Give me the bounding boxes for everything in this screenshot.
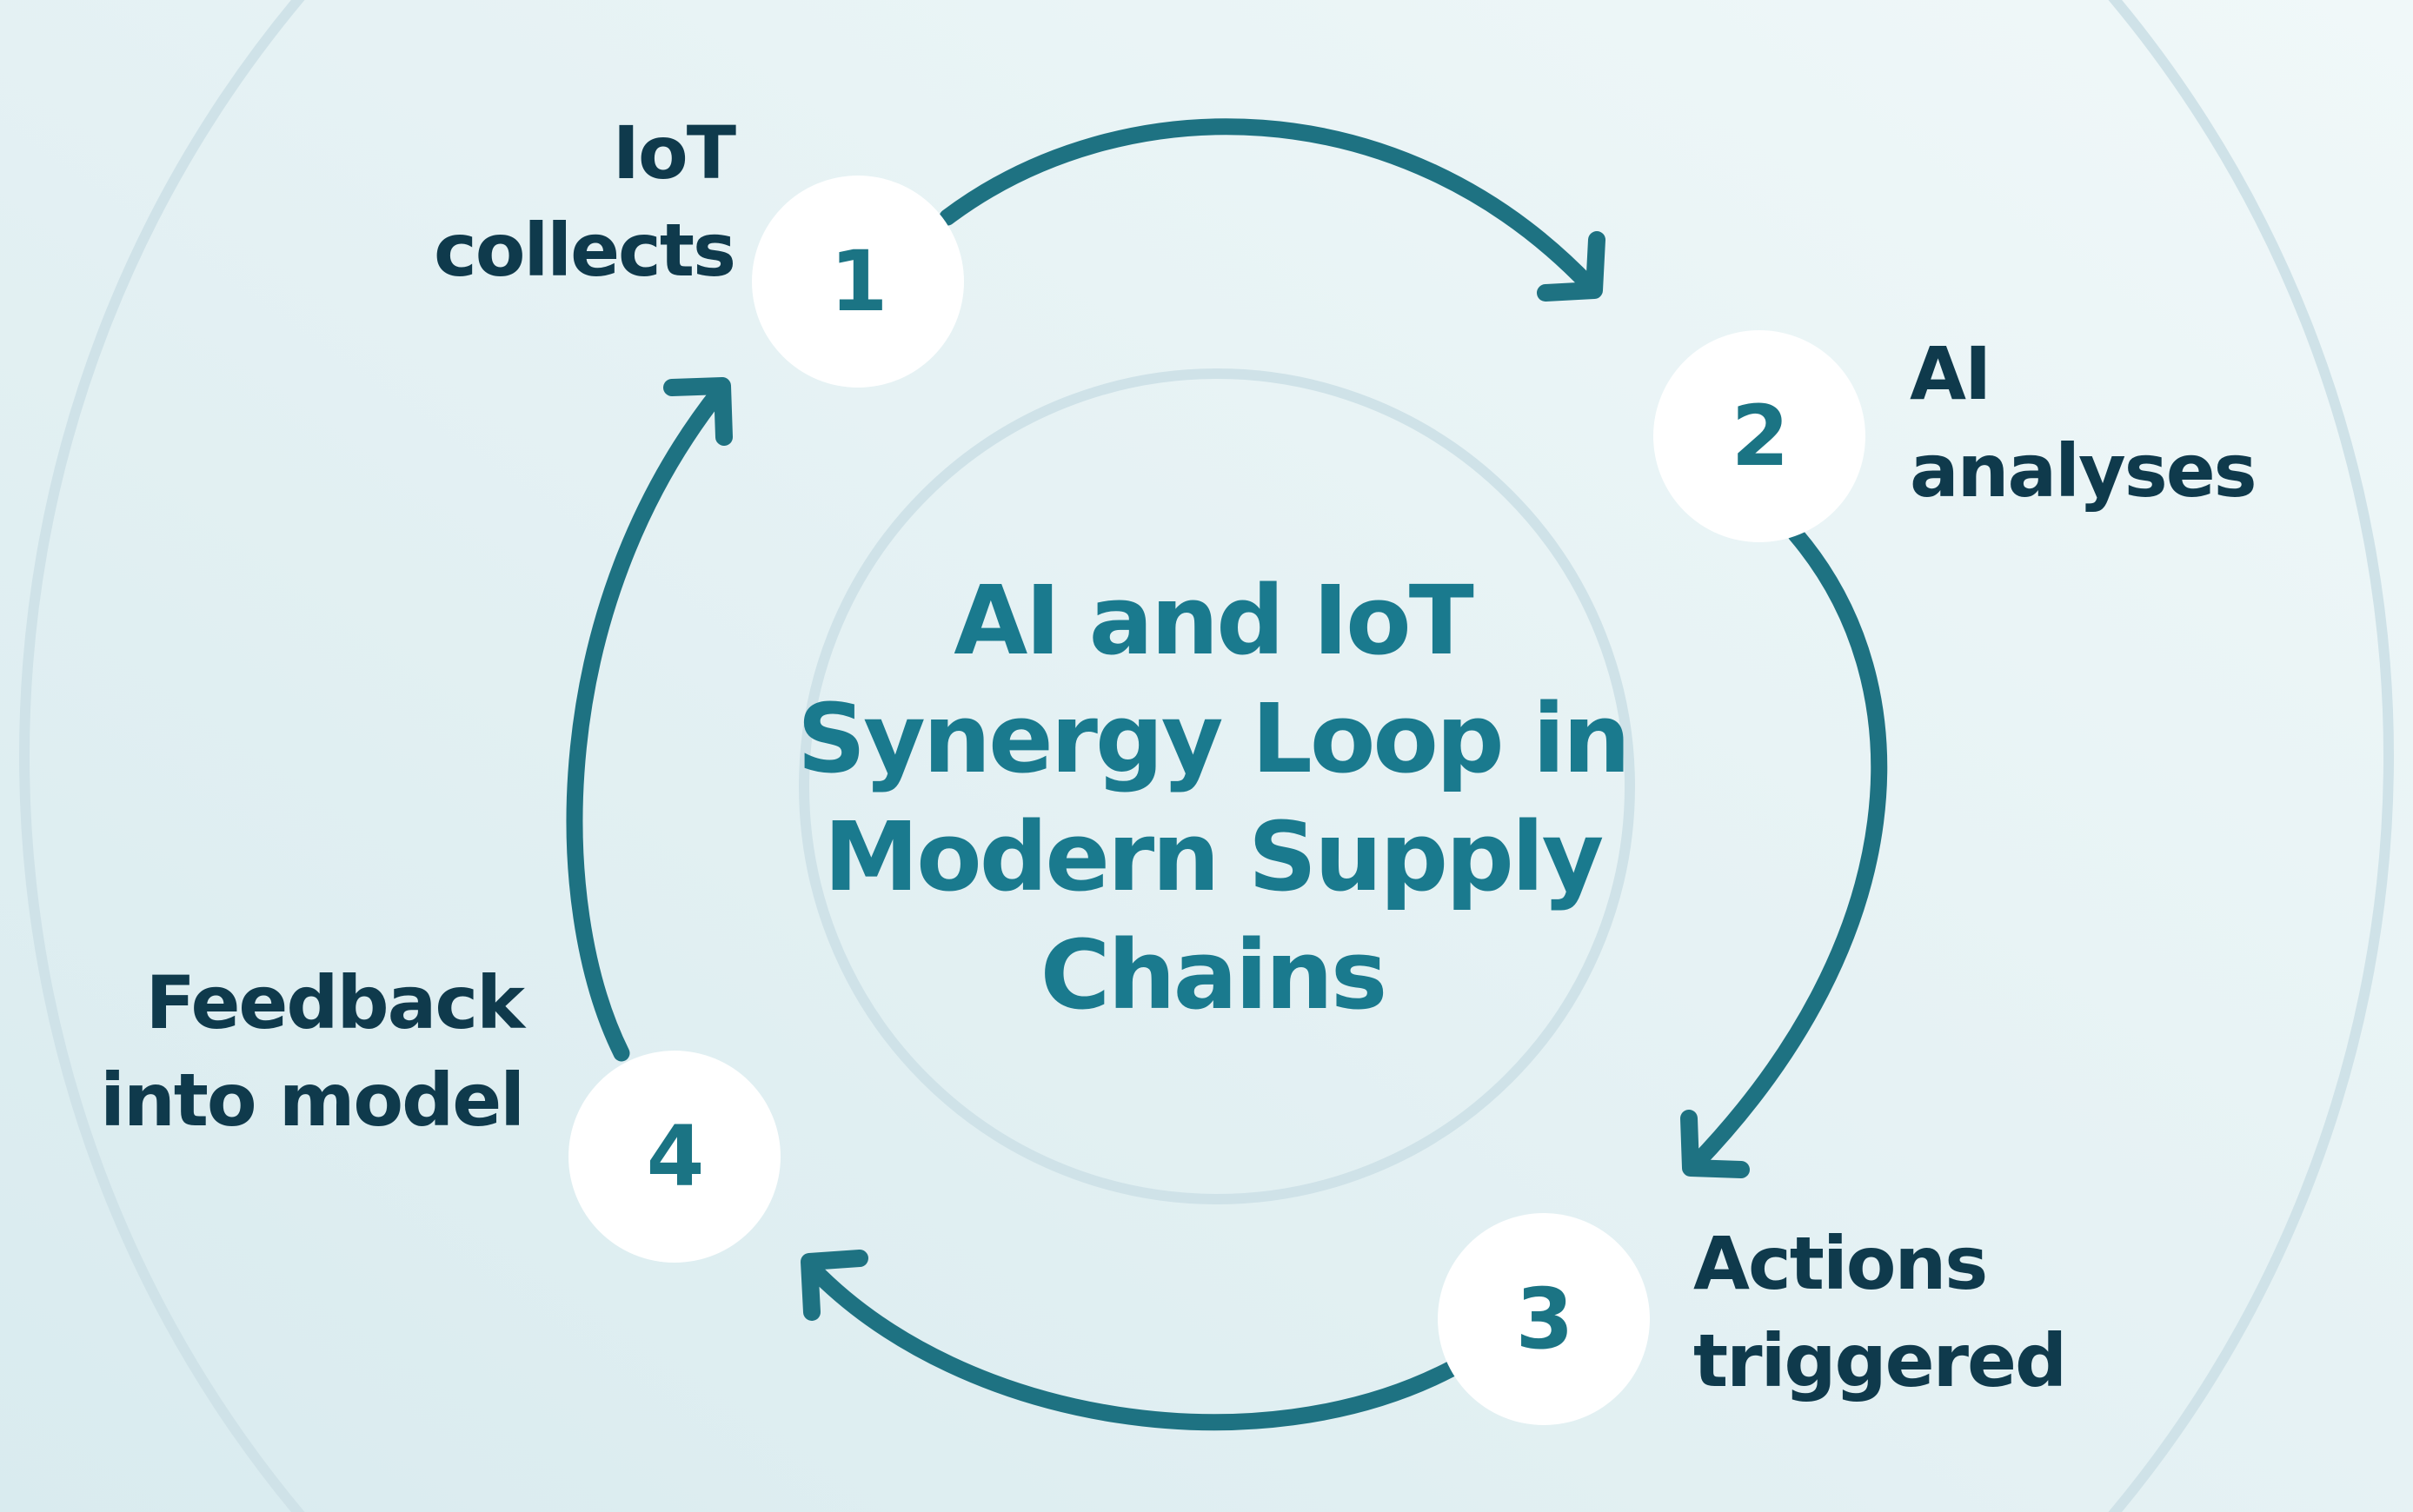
arrowhead-right-down-icon: [1537, 231, 1605, 302]
step-4-label-line1: Feedback: [145, 960, 525, 1045]
arrowhead-up-right-icon: [663, 377, 733, 446]
step-1-label-line1: IoT: [612, 110, 736, 196]
diagram-title-line2: Synergy Loop in: [796, 683, 1631, 794]
diagram-title-line3: Modern Supply: [823, 801, 1605, 912]
step-3-label-line1: Actions: [1693, 1221, 1988, 1306]
diagram-title: AI and IoT Synergy Loop in Modern Supply…: [691, 561, 1734, 1034]
step-3-label-line2: triggered: [1693, 1318, 2067, 1403]
loop-arc-step1-to-step2: [939, 118, 1598, 294]
step-4-label-line2: into model: [100, 1058, 525, 1143]
step-3-badge: 3: [1438, 1213, 1650, 1425]
step-4-number: 4: [646, 1108, 705, 1205]
arrowhead-up-left-icon: [801, 1250, 868, 1321]
step-1-badge: 1: [752, 176, 964, 388]
diagram-title-line1: AI and IoT: [954, 565, 1473, 676]
step-4-label: Feedback into model: [100, 954, 525, 1149]
loop-arc-step3-to-step4: [804, 1260, 1460, 1431]
background-inner-circle: [799, 368, 1635, 1204]
step-1-label-line2: collects: [433, 208, 736, 293]
arrowhead-down-left-icon: [1680, 1110, 1750, 1178]
loop-arc-step2-to-step3: [1686, 526, 1888, 1173]
step-1-label: IoT collects: [433, 104, 736, 299]
step-3-number: 3: [1515, 1270, 1574, 1368]
diagram-title-line4: Chains: [1040, 919, 1388, 1031]
step-3-label: Actions triggered: [1693, 1215, 2067, 1409]
step-1-number: 1: [829, 233, 888, 330]
step-4-badge: 4: [568, 1051, 781, 1263]
step-2-label-line2: analyses: [1910, 428, 2257, 514]
step-2-label: AI analyses: [1910, 325, 2257, 520]
loop-arc-step4-to-step1: [566, 382, 728, 1062]
step-2-number: 2: [1731, 388, 1790, 485]
background-outer-circle: [19, 0, 2394, 1512]
step-2-badge: 2: [1653, 330, 1865, 542]
step-2-label-line1: AI: [1910, 331, 1991, 416]
